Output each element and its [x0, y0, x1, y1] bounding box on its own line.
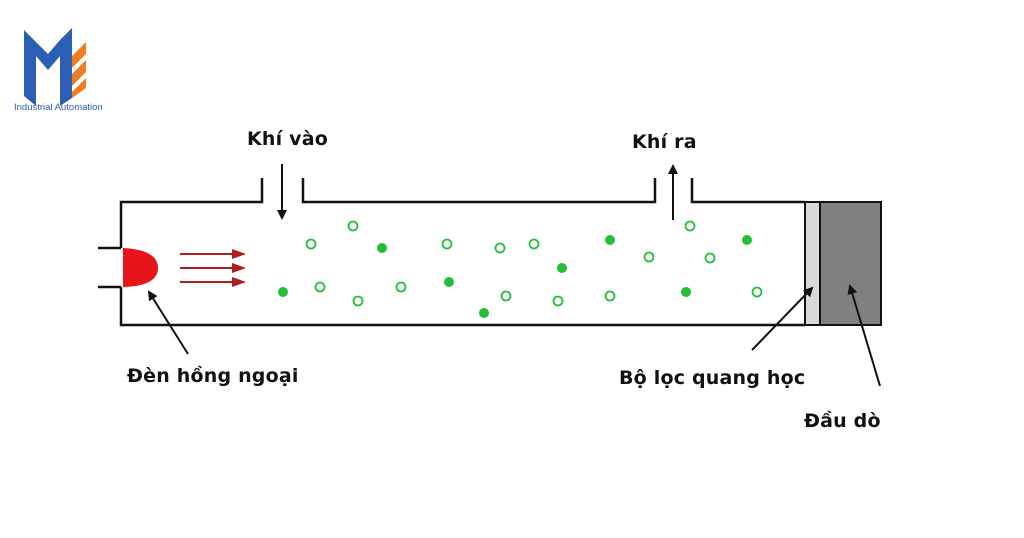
gas-molecule-hollow [494, 242, 506, 254]
gas-molecule-hollow [604, 290, 616, 302]
gas-molecule-filled [278, 287, 288, 297]
detector-pointer-arrow [847, 284, 881, 387]
callout-pointers [147, 284, 881, 387]
gas-molecule-hollow [552, 295, 564, 307]
logo-e-middle [72, 60, 86, 86]
detector [819, 201, 882, 326]
logo-e-top [72, 42, 86, 68]
gas-molecule-filled [377, 243, 387, 253]
gas-molecule-filled [444, 277, 454, 287]
gas-molecule-filled [681, 287, 691, 297]
logo-caption: Industrial Automation [14, 102, 103, 113]
gas-molecule-filled [557, 263, 567, 273]
company-logo [24, 28, 86, 106]
gas-outlet-label: Khí ra [632, 131, 697, 153]
gas-molecule-hollow [305, 238, 317, 250]
gas-inlet-label: Khí vào [247, 128, 329, 150]
detector-label: Đầu dò [804, 410, 881, 432]
gas-molecule-hollow [441, 238, 453, 250]
gas-molecule-filled [479, 308, 489, 318]
gas-molecule-hollow [528, 238, 540, 250]
lamp-pointer-arrow [147, 290, 189, 355]
logo-diagonal-bar [36, 40, 60, 70]
infrared-rays [180, 249, 246, 287]
gas-molecule-hollow [751, 286, 763, 298]
logo-middle-bar [60, 28, 72, 106]
logo-e-bottom [72, 78, 86, 98]
gas-molecule-hollow [395, 281, 407, 293]
chamber-top-wall-right [690, 178, 805, 204]
chamber-top-wall-middle [301, 178, 657, 204]
ir-lamp-label: Đèn hồng ngoại [127, 365, 299, 387]
gas-chamber [98, 178, 805, 327]
optical-filter-label: Bộ lọc quang học [619, 367, 806, 389]
gas-molecule-hollow [500, 290, 512, 302]
chamber-bottom-wall [119, 287, 805, 327]
gas-molecule-hollow [684, 220, 696, 232]
gas-molecule-filled [742, 235, 752, 245]
gas-molecule-hollow [704, 252, 716, 264]
infrared-lamp [123, 248, 158, 287]
filter-pointer-arrow [751, 286, 814, 351]
gas-molecule-hollow [352, 295, 364, 307]
logo-left-bar [24, 30, 36, 106]
gas-molecule-hollow [347, 220, 359, 232]
chamber-top-wall-left [119, 178, 264, 248]
gas-molecule-hollow [643, 251, 655, 263]
optical-filter [804, 201, 821, 326]
gas-molecule-hollow [314, 281, 326, 293]
gas-molecule-filled [605, 235, 615, 245]
gas-molecules [278, 220, 763, 318]
